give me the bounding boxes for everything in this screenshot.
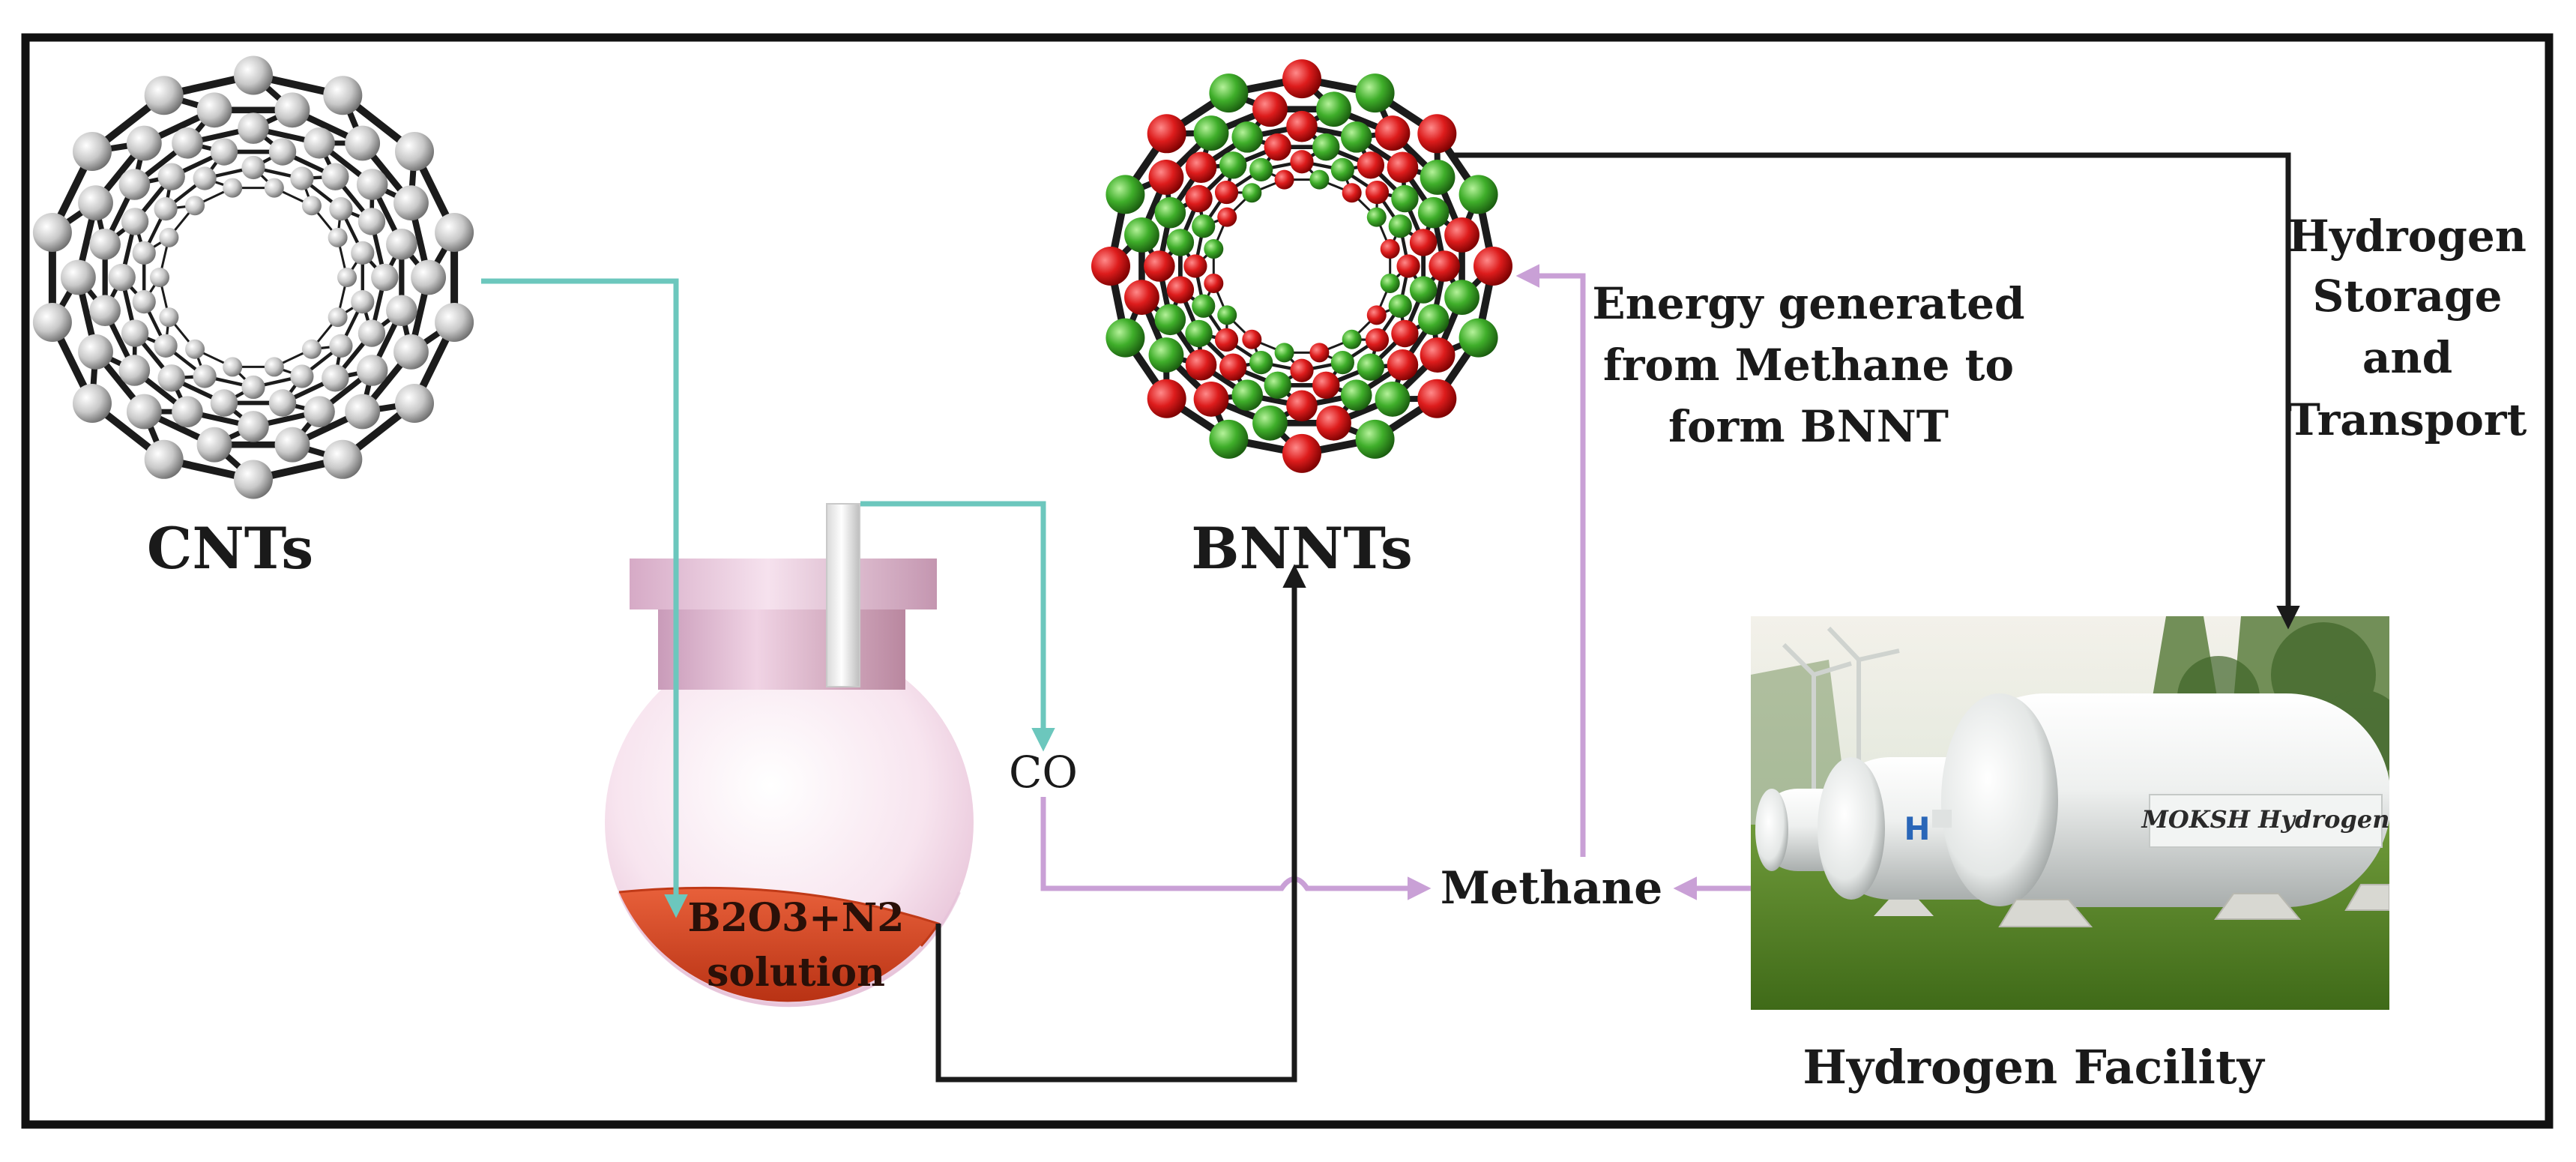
solution-liquid (619, 888, 938, 1002)
facility-label: Hydrogen Facility (1803, 1040, 2265, 1095)
bnnts-label: BNNTs (1191, 515, 1413, 582)
co-label: CO (1009, 747, 1078, 798)
cnt-to-flask-arrow (481, 278, 688, 918)
storage-label-line2: Storage (2313, 271, 2503, 322)
solution-label-line2: solution (707, 950, 885, 996)
energy-label-line2: from Methane to (1603, 340, 2014, 391)
solution-label-line1: B2O3+N2 (688, 895, 905, 941)
bnnt-to-facility-arrow (1453, 152, 2300, 630)
methane-label: Methane (1441, 862, 1663, 915)
bnnt-molecule-icon (1091, 59, 1512, 473)
solution-to-bnnt-arrow (935, 564, 1306, 1083)
energy-label-line3: form BNNT (1668, 401, 1949, 452)
tank-sign (2149, 794, 2383, 848)
tank-sign-text: MOKSH Hydrogen (2141, 805, 2390, 834)
flask-to-co-arrow (860, 501, 1055, 752)
co-to-methane-arrow (1040, 797, 1432, 900)
diagram-border (21, 33, 2554, 1129)
tank-h-letter: H (1904, 810, 1930, 847)
hydrogen-tank-icon (1751, 616, 2389, 1010)
storage-label-line3: and (2362, 332, 2452, 383)
storage-label-line1: Hydrogen (2288, 211, 2527, 262)
cnt-molecule-icon (32, 55, 474, 499)
cnts-label: CNTs (147, 515, 313, 582)
reactor-flask-icon (605, 503, 974, 1008)
methane-to-bnnt-arrow (1515, 264, 1586, 857)
energy-label-line1: Energy generated (1592, 278, 2024, 329)
storage-label-line4: Transport (2288, 394, 2527, 445)
